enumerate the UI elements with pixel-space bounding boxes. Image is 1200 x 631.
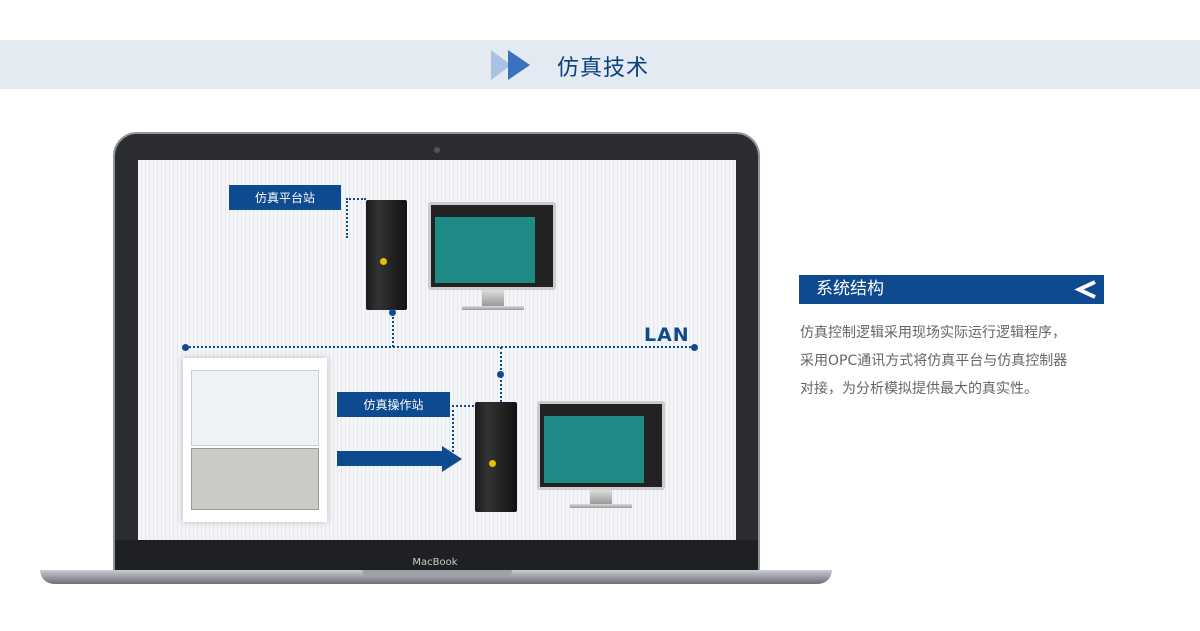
chevron-icon — [491, 50, 511, 80]
lan-label: LAN — [644, 324, 690, 346]
arrow-icon — [337, 451, 444, 466]
description-line: 采用OPC通讯方式将仿真平台与仿真控制器 — [800, 353, 1068, 369]
system-structure-description: 仿真控制逻辑采用现场实际运行逻辑程序， 采用OPC通讯方式将仿真平台与仿真控制器… — [800, 319, 1120, 403]
monitor-stand — [590, 490, 612, 504]
laptop-chin — [115, 540, 758, 570]
monitor-base — [462, 306, 524, 310]
connector-line — [346, 198, 366, 238]
description-line: 仿真控制逻辑采用现场实际运行逻辑程序， — [800, 325, 1066, 341]
lan-line — [185, 346, 695, 348]
description-line: 对接，为分析模拟提供最大的真实性。 — [800, 381, 1038, 397]
connector-line — [392, 312, 394, 347]
monitor-base — [570, 504, 632, 508]
software-screenshot-panel — [183, 358, 327, 522]
connector-dot — [497, 371, 504, 378]
chevron-left-icon — [1074, 280, 1096, 299]
monitor-icon — [428, 202, 556, 290]
operator-station-label: 仿真操作站 — [337, 392, 450, 417]
laptop-brand-label: MacBook — [412, 557, 458, 568]
section-title: 仿真技术 — [557, 56, 650, 81]
monitor-stand — [482, 290, 504, 306]
chevron-icon — [508, 50, 530, 80]
workstation-tower-icon — [366, 200, 407, 310]
workstation-tower-icon — [475, 402, 517, 512]
arrow-head-icon — [442, 446, 462, 472]
laptop-notch — [362, 570, 512, 576]
logic-editor-screenshot — [191, 370, 319, 446]
laptop-base — [40, 570, 832, 584]
system-structure-title-text: 系统结构 — [816, 279, 884, 299]
connector-dot — [691, 344, 698, 351]
connector-dot — [389, 309, 396, 316]
camera-icon — [434, 147, 440, 153]
monitor-icon — [537, 401, 665, 490]
system-structure-title: 系统结构 — [799, 275, 1104, 304]
platform-station-label: 仿真平台站 — [229, 185, 341, 210]
connector-line — [452, 405, 474, 460]
section-header-band — [0, 40, 1200, 89]
control-panel-screenshot — [191, 448, 319, 510]
connector-dot — [182, 344, 189, 351]
